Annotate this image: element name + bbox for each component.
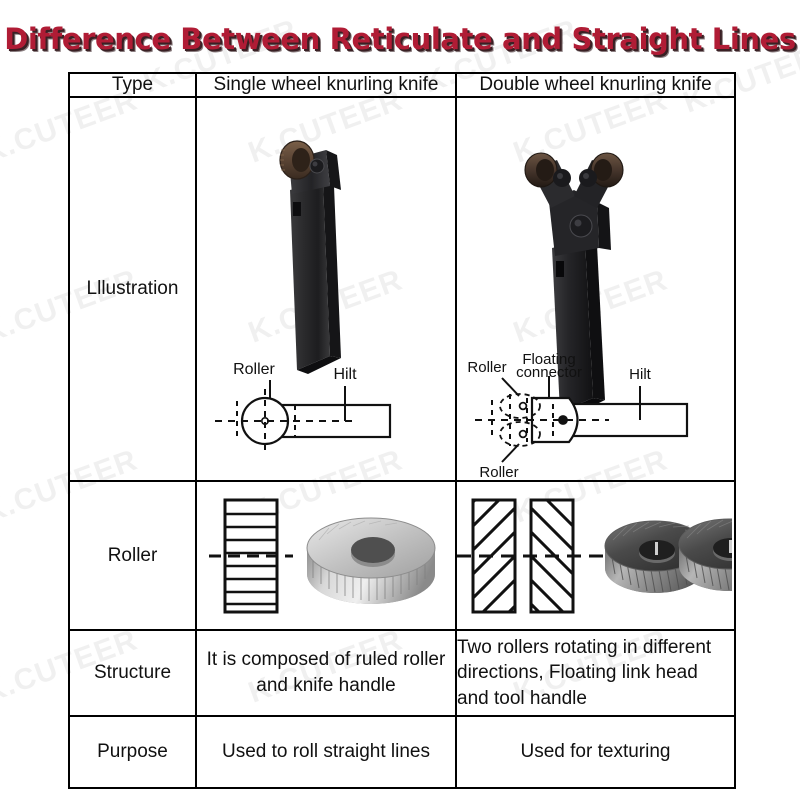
- label-roller-single: Roller: [233, 361, 275, 378]
- table-header-row: Type Single wheel knurling knife Double …: [68, 72, 736, 98]
- cell-single-purpose: Used to roll straight lines: [195, 715, 457, 789]
- straight-line-pattern: [209, 498, 293, 614]
- label-roller-double-bottom: Roller: [479, 464, 518, 480]
- cell-double-roller: [455, 480, 780, 631]
- cell-double-illustration: Roller Floating connector Hilt Roller: [455, 96, 736, 482]
- knurling-wheel-photo-single: [306, 517, 436, 604]
- table-row-structure: Structure It is composed of ruled roller…: [68, 629, 736, 717]
- table-row-roller: Roller: [68, 480, 780, 631]
- header-cell-double: Double wheel knurling knife: [455, 72, 736, 98]
- cell-single-illustration: Roller Hilt: [195, 96, 457, 482]
- row-label-illustration: Lllustration: [68, 96, 197, 482]
- page-title: Difference Between Reticulate and Straig…: [4, 22, 796, 56]
- table-row-illustration: Lllustration: [68, 96, 736, 482]
- double-roller-wrap: [457, 482, 780, 629]
- single-wheel-illustration-svg: Roller Hilt: [215, 140, 392, 454]
- label-floating-line2: connector: [516, 364, 582, 381]
- knurl-wheel-bronze: [279, 140, 315, 180]
- table-row-purpose: Purpose Used to roll straight lines Used…: [68, 715, 736, 789]
- row-label-roller: Roller: [68, 480, 197, 631]
- double-roller-svg: [457, 498, 780, 614]
- single-illustration-wrap: Roller Hilt: [197, 98, 455, 480]
- row-label-structure: Structure: [68, 629, 197, 717]
- cell-single-structure: It is composed of ruled roller and knife…: [195, 629, 457, 717]
- single-roller-svg: [209, 498, 436, 614]
- knurl-wheels-double: [524, 152, 624, 188]
- double-wheel-schematic: Roller Floating connector Hilt Roller: [467, 351, 689, 480]
- comparison-table: Type Single wheel knurling knife Double …: [68, 72, 780, 789]
- single-roller-wrap: [197, 482, 455, 629]
- header-cell-type: Type: [68, 72, 197, 98]
- row-label-purpose: Purpose: [68, 715, 197, 789]
- label-hilt-double: Hilt: [629, 366, 651, 383]
- crossed-line-pattern: [457, 498, 609, 614]
- cell-double-structure: Two rollers rotating in different direct…: [455, 629, 736, 717]
- double-wheel-illustration-svg: Roller Floating connector Hilt Roller: [467, 152, 689, 480]
- cell-double-purpose: Used for texturing: [455, 715, 736, 789]
- label-hilt-single: Hilt: [333, 366, 357, 383]
- label-floating-line1: Floating: [522, 351, 575, 368]
- single-wheel-schematic: Roller Hilt: [215, 361, 392, 454]
- cell-single-roller: [195, 480, 457, 631]
- label-roller-double-top: Roller: [467, 359, 506, 376]
- header-cell-single: Single wheel knurling knife: [195, 72, 457, 98]
- double-illustration-wrap: Roller Floating connector Hilt Roller: [457, 98, 734, 480]
